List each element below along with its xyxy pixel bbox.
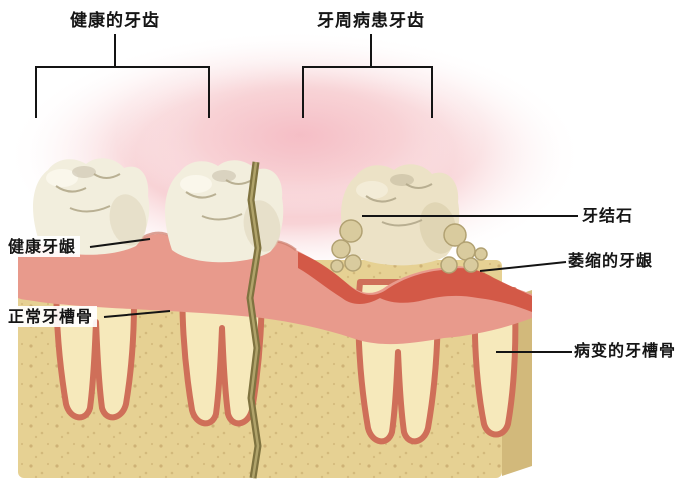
tartar-deposits	[330, 219, 488, 274]
label-diseased-alveolar-bone: 病变的牙槽骨	[574, 341, 677, 360]
leader-line-normal-bone	[103, 310, 171, 318]
leader-line-receding-gum	[479, 261, 567, 272]
gum-layer	[18, 233, 532, 345]
label-normal-alveolar-bone: 正常牙槽骨	[4, 306, 98, 328]
bracket-right	[302, 34, 433, 118]
image-seam-crack	[246, 161, 262, 479]
bracket-left	[35, 34, 210, 118]
annotation-lines	[35, 34, 578, 353]
leader-line-healthy-gum	[89, 238, 151, 248]
crown-fissures	[55, 173, 433, 227]
label-receding-gum: 萎缩的牙龈	[568, 251, 654, 270]
inflamed-gum	[298, 252, 532, 312]
label-healthy-teeth-title: 健康的牙齿	[70, 11, 160, 31]
label-healthy-gum: 健康牙龈	[4, 236, 81, 258]
label-calculus: 牙结石	[582, 206, 634, 225]
label-perio-teeth-title: 牙周病患牙齿	[317, 11, 425, 31]
